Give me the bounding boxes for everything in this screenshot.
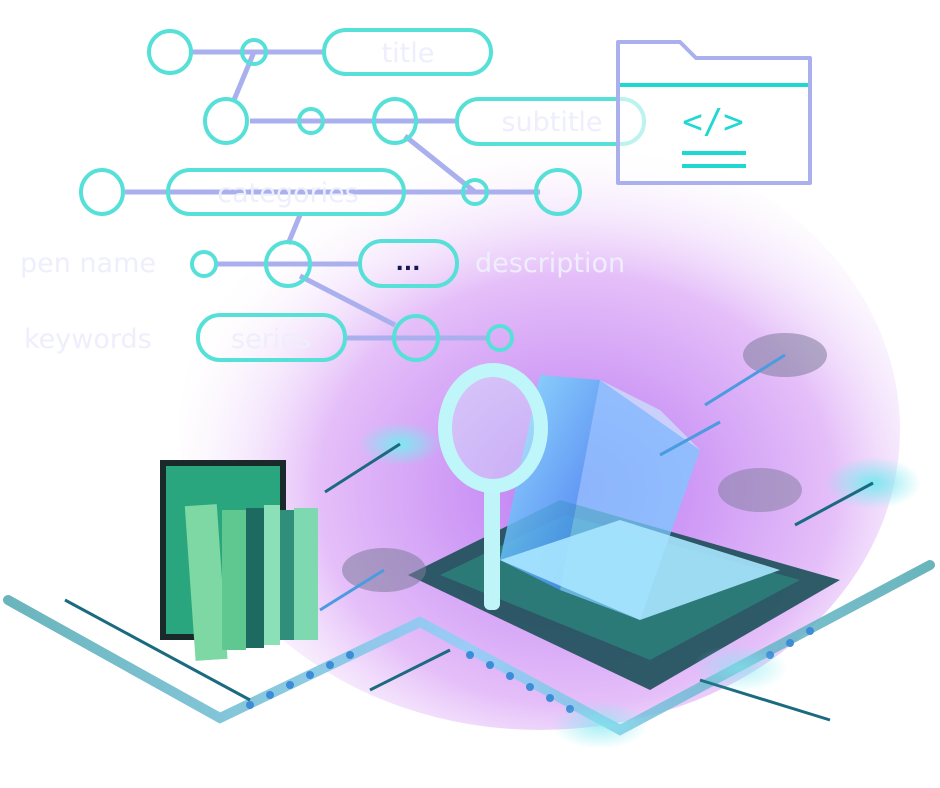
label-title: title xyxy=(382,38,435,69)
open-book xyxy=(500,375,780,620)
label-more: ... xyxy=(395,251,420,276)
label-series: series xyxy=(231,324,311,355)
node-more xyxy=(358,239,459,288)
book-stack xyxy=(160,460,318,661)
code-glyph: </> xyxy=(682,102,743,142)
node-title xyxy=(322,28,493,76)
label-subtitle: subtitle xyxy=(501,107,602,138)
label-pen-name: pen name xyxy=(20,248,156,279)
diagram-nodes xyxy=(79,28,646,362)
node-categories xyxy=(166,168,406,216)
glow-pads xyxy=(319,333,921,749)
label-keywords: keywords xyxy=(24,324,152,355)
magnifying-glass-icon xyxy=(438,363,548,610)
label-description: description xyxy=(475,248,625,279)
label-categories: categories xyxy=(217,178,359,209)
code-folder-icon: </> xyxy=(616,40,812,185)
diagram-edges xyxy=(125,49,540,341)
node-series xyxy=(196,313,347,362)
